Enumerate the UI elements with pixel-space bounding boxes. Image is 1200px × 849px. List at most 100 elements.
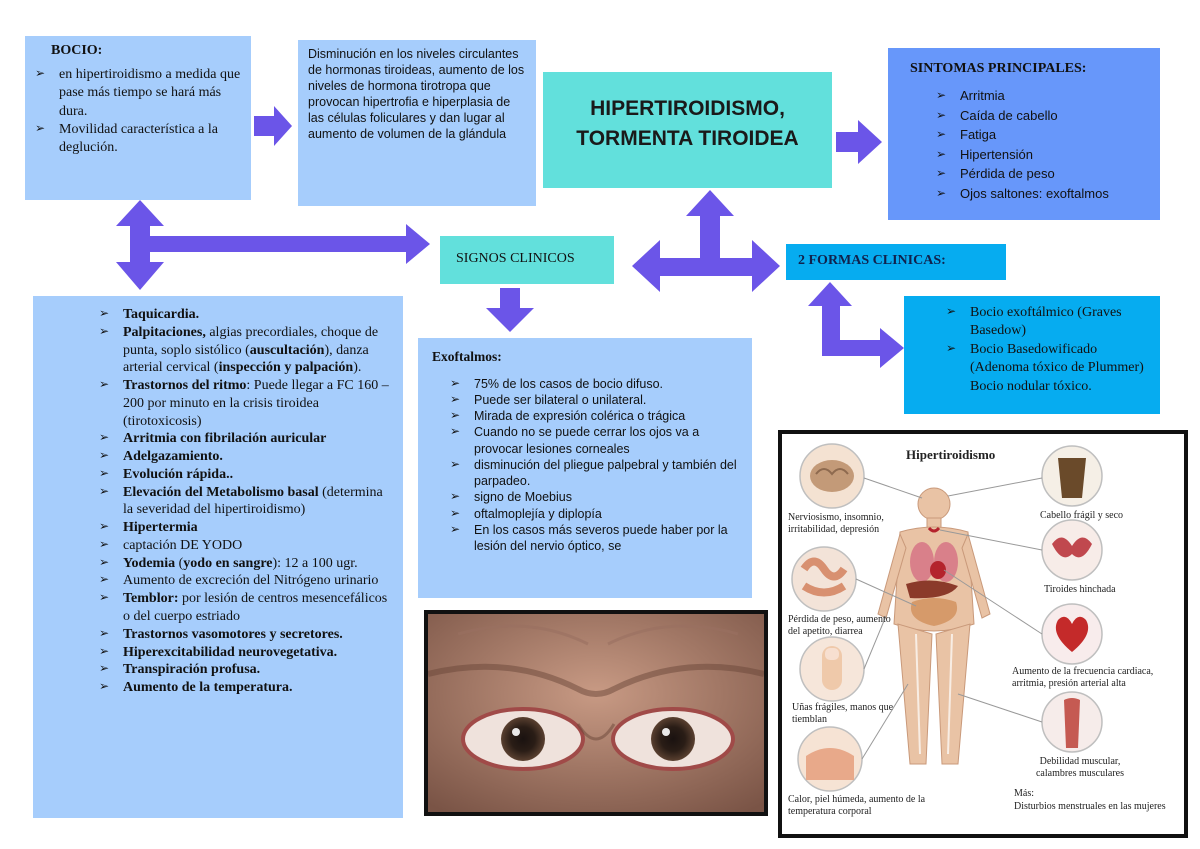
clinical-item-text: algias precordiales, choque de punta, so…: [123, 324, 379, 358]
clinical-item-bold: Palpitaciones,: [123, 324, 206, 340]
sintoma-item: Fatiga: [934, 125, 1148, 145]
sintoma-item: Hipertensión: [934, 145, 1148, 165]
intestine-circle: [791, 546, 857, 612]
hair-icon: [1058, 458, 1086, 498]
exoftalmos-item: oftalmoplejía y diplopía: [448, 506, 742, 522]
forma-item: Bocio Basedowificado (Adenoma tóxico de …: [944, 341, 1150, 378]
clinical-item: Arritmia con fibrilación auricular: [97, 430, 389, 448]
label-intestine: Pérdida de peso, aumento del apetito, di…: [788, 614, 891, 637]
arrow-bocio-vertical: [116, 200, 164, 290]
clinical-item-bold: yodo en sangre: [183, 555, 273, 571]
clinical-item-bold: Evolución rápida..: [123, 466, 234, 482]
clinical-item-bold: Elevación del Metabolismo basal: [123, 484, 319, 500]
label-thyroid: Tiroides hinchada: [1044, 584, 1116, 595]
exoftalmos-list: 75% de los casos de bocio difuso. Puede …: [448, 376, 742, 555]
arrow-formas-to-list: [808, 282, 904, 368]
exophthalmos-eyes-photo: [424, 610, 768, 816]
arrow-bocio-to-description: [254, 106, 292, 146]
sintoma-item: Arritmia: [934, 86, 1148, 106]
clinical-item: Taquicardia.: [97, 306, 389, 324]
clinical-item: Hipertermia: [97, 519, 389, 537]
label-nails: Uñas frágiles, manos que tiemblan: [792, 702, 894, 725]
clinical-box: Taquicardia. Palpitaciones, algias precor…: [33, 296, 403, 818]
thyroid-organ: [927, 526, 941, 533]
clinical-item: Trastornos del ritmo: Puede llegar a FC …: [97, 377, 389, 430]
clinical-item: Trastornos vasomotores y secretores.: [97, 626, 389, 644]
label-menstrual: Disturbios menstruales en las mujeres: [1014, 801, 1166, 812]
liver-organ: [906, 580, 958, 599]
title-line-1: HIPERTIROIDISMO,: [590, 97, 785, 120]
lung-left: [910, 542, 934, 582]
clinical-item: Aumento de la temperatura.: [97, 679, 389, 697]
clinical-item-bold: Transpiración profusa.: [123, 662, 261, 678]
exoftalmos-item: En los casos más severos puede haber por…: [448, 522, 742, 555]
clinical-list: Taquicardia. Palpitaciones, algias precor…: [97, 306, 389, 697]
clinical-item-text: ).: [353, 360, 362, 376]
clinical-item-text: Aumento de excreción del Nitrógeno urina…: [123, 573, 379, 589]
clinical-item-bold: Trastornos vasomotores y secretores.: [123, 626, 343, 642]
signos-box: SIGNOS CLINICOS: [440, 236, 614, 284]
heart-organ: [930, 561, 946, 579]
label-muscle: Debilidad muscular, calambres musculares: [1035, 756, 1125, 779]
clinical-item-text: por lesión de centros mesencefálicos o d…: [123, 591, 388, 625]
bocio-box: BOCIO: en hipertiroidismo a medida que p…: [25, 36, 251, 200]
eyes-illustration: [428, 614, 764, 812]
arrow-to-signos: [150, 224, 430, 264]
arrow-title-to-sintomas: [836, 120, 882, 164]
clinical-item-text: ): 12 a 100 ugr.: [272, 555, 358, 571]
clinical-item: Adelgazamiento.: [97, 448, 389, 466]
label-more: Más:: [1014, 788, 1034, 799]
clinical-item: Yodemia (yodo en sangre): 12 a 100 ugr.: [97, 555, 389, 573]
exoftalmos-item: Mirada de expresión colérica o trágica: [448, 408, 742, 424]
exoftalmos-item: Cuando no se puede cerrar los ojos va a …: [448, 424, 742, 457]
forma-item: Bocio exoftálmico (Graves Basedow): [944, 304, 1150, 341]
clinical-item-bold: Adelgazamiento.: [123, 449, 223, 465]
exoftalmos-box: Exoftalmos: 75% de los casos de bocio di…: [418, 338, 752, 598]
clinical-item-bold: inspección y palpación: [218, 360, 354, 376]
muscle-icon: [1064, 698, 1080, 748]
clinical-item-bold: Hipertermia: [123, 520, 198, 536]
clinical-item-text: (: [175, 555, 184, 571]
title-line-2: TORMENTA TIROIDEA: [576, 127, 799, 151]
label-skin: Calor, piel húmeda, aumento de la temper…: [788, 794, 926, 817]
bocio-item: Movilidad característica a la deglución.: [33, 121, 243, 157]
exoftalmos-item: disminución del pliegue palpebral y tamb…: [448, 457, 742, 490]
clinical-item: Aumento de excreción del Nitrógeno urina…: [97, 572, 389, 590]
clinical-item: Elevación del Metabolismo basal (determi…: [97, 484, 389, 520]
signos-label: SIGNOS CLINICOS: [456, 251, 575, 266]
clinical-item-bold: Hiperexcitabilidad neurovegetativa.: [123, 644, 338, 660]
clinical-item-text: captación DE YODO: [123, 537, 243, 553]
clinical-item-text: (determina la severidad del hipertiroidi…: [123, 484, 383, 518]
clinical-item-bold: auscultación: [249, 342, 325, 358]
infographic-title: Hipertiroidismo: [906, 447, 996, 462]
clinical-item-bold: Temblor:: [123, 591, 179, 607]
clinical-item-text: : Puede llegar a FC 160 – 200 por minuto…: [123, 378, 389, 429]
clinical-item-bold: Trastornos del ritmo: [123, 378, 247, 394]
title-box: HIPERTIROIDISMO, TORMENTA TIROIDEA: [543, 72, 832, 188]
clinical-item-bold: Taquicardia.: [123, 307, 200, 322]
clinical-item-bold: Arritmia con fibrilación auricular: [123, 431, 327, 447]
arrow-signos-to-exoftalmos: [486, 288, 534, 332]
description-text: Disminución en los niveles circulantes d…: [308, 47, 525, 141]
intestine-icon: [800, 557, 848, 581]
infographic-illustration: [791, 443, 1103, 792]
sintomas-list: Arritmia Caída de cabello Fatiga Hiperte…: [934, 86, 1148, 203]
clinical-item-text: ), danza arterial cervical (: [123, 342, 369, 376]
arrow-title-signos-formas: [632, 190, 780, 292]
label-hair: Cabello frágil y seco: [1040, 510, 1124, 521]
clinical-item-bold: Yodemia: [123, 555, 176, 571]
bocio-item: en hipertiroidismo a medida que pase más…: [33, 66, 243, 121]
skin-icon: [806, 748, 854, 780]
sintoma-item: Ojos saltones: exoftalmos: [934, 184, 1148, 204]
clinical-item: Evolución rápida..: [97, 466, 389, 484]
clinical-item: captación DE YODO: [97, 537, 389, 555]
label-heart: Aumento de la frecuencia cardiaca, arrit…: [1012, 666, 1154, 689]
bocio-list: en hipertiroidismo a medida que pase más…: [33, 66, 243, 157]
clinical-item: Palpitaciones, algias precordiales, choq…: [97, 324, 389, 377]
formas-list: Bocio exoftálmico (Graves Basedow) Bocio…: [944, 304, 1150, 378]
formas-label: 2 FORMAS CLINICAS:: [798, 253, 946, 268]
forma-extra: Bocio nodular tóxico.: [970, 378, 1092, 394]
label-brain: Nerviosismo, insomnio, irritabilidad, de…: [788, 512, 884, 535]
hipertiroidismo-infographic: Hipertiroidismo Nerviosismo, insomnio, i…: [778, 430, 1188, 838]
